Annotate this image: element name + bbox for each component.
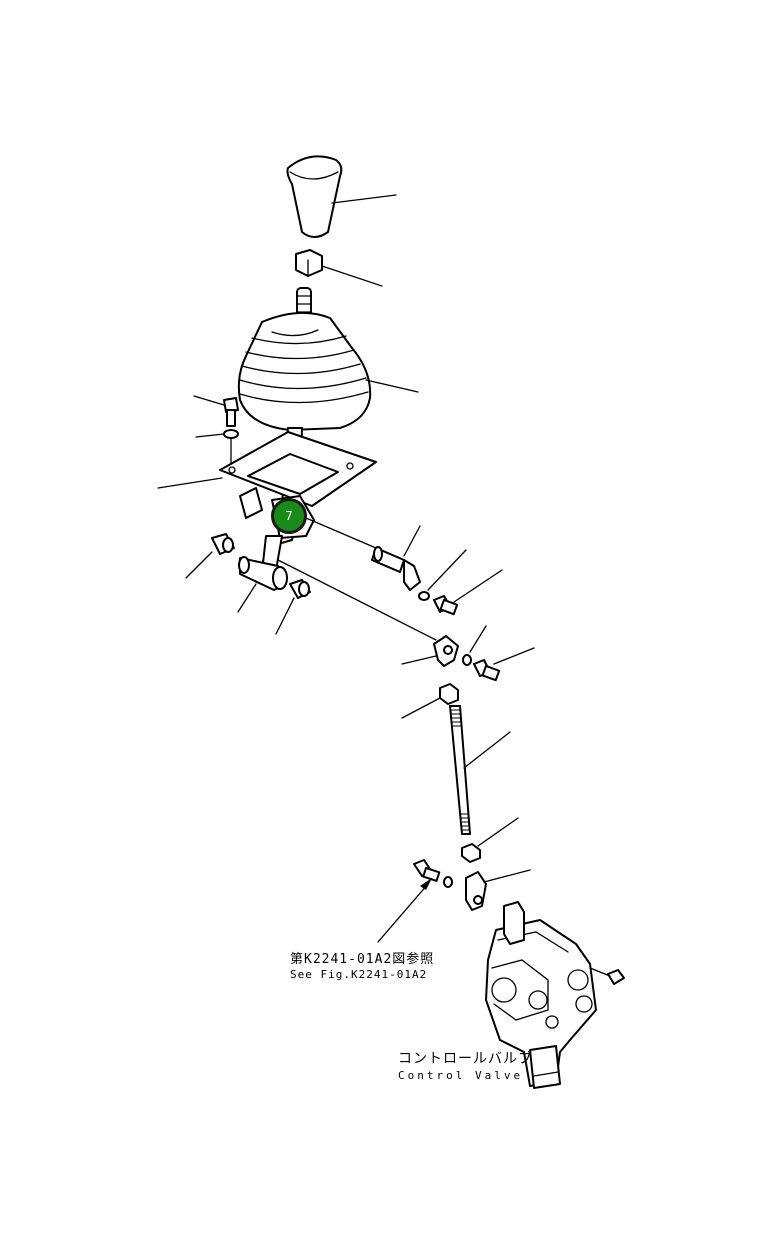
rod-end-bolt-lower xyxy=(413,859,441,882)
control-valve-en-label: Control Valve xyxy=(398,1069,524,1082)
rod-end-upper xyxy=(401,635,459,667)
rubber-boot xyxy=(237,311,419,431)
pivot-collar xyxy=(237,556,288,613)
pivot-pin xyxy=(305,517,421,591)
mount-washer xyxy=(195,429,239,471)
lock-nut-upper xyxy=(401,683,459,719)
knob-nut xyxy=(295,249,383,287)
part-hotspot-7[interactable]: 7 xyxy=(271,498,307,534)
mount-plate xyxy=(157,431,377,519)
lock-nut-lower xyxy=(461,817,519,863)
rod-end-bolt-upper xyxy=(473,647,535,682)
pin-washer xyxy=(418,549,467,601)
lever-knob xyxy=(286,155,397,238)
rod-end-washer-lower xyxy=(443,876,453,888)
see-fig-en-label: See Fig.K2241-01A2 xyxy=(290,968,428,981)
rod-end-lower xyxy=(465,869,531,911)
reference-arrow xyxy=(377,878,432,943)
pin-bolt xyxy=(433,569,503,616)
bushing-left xyxy=(185,533,235,579)
see-fig-jp-label: 第K2241-01A2図参照 xyxy=(290,952,435,967)
bushing-right xyxy=(275,579,311,635)
hotspot-number: 7 xyxy=(285,509,293,523)
link-line xyxy=(277,559,437,641)
control-valve xyxy=(485,901,625,1089)
threaded-rod xyxy=(449,705,511,835)
rod-end-washer-upper xyxy=(462,625,487,666)
mount-bolt xyxy=(193,395,239,427)
control-valve-jp-label: コントロールバルブ xyxy=(398,1051,533,1067)
